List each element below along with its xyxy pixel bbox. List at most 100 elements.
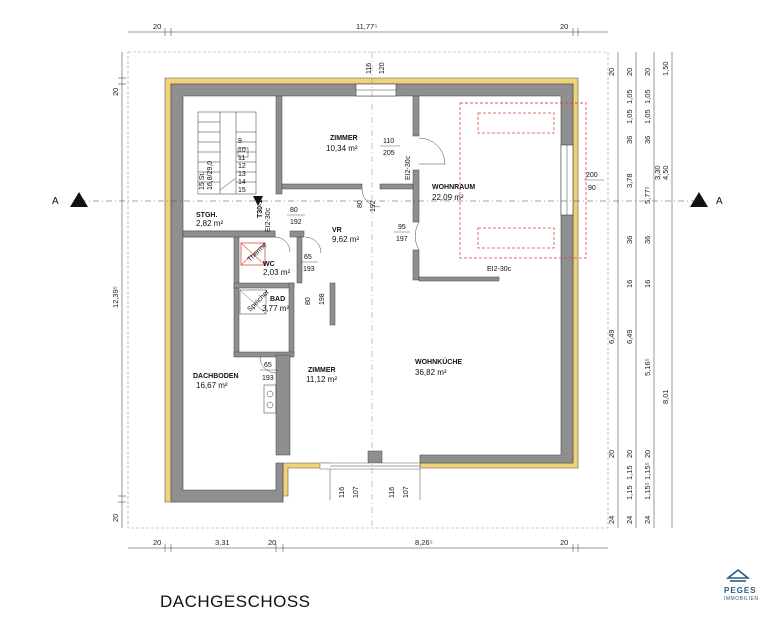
room-labels: ZIMMER 10,34 m² WOHNRAUM 22,09 m² STGH. … — [193, 135, 475, 390]
room-name: ZIMMER — [330, 135, 358, 142]
door-label: 110 — [383, 138, 394, 145]
dim-right: 5,77⁵ — [643, 186, 652, 204]
dim-right: 4,50 — [661, 165, 670, 180]
outer-wall — [170, 83, 574, 503]
dim-right: 24 — [625, 516, 634, 524]
dim-right: 24 — [607, 516, 616, 524]
dim-bottom: 3,31 — [215, 538, 230, 547]
stair-numbers: 9 10 11 12 13 14 15 — [238, 138, 246, 194]
dim-right: 36 — [643, 136, 652, 144]
door-label: 80 — [305, 297, 312, 305]
stair-text-ratio: 16,8/29,0 — [207, 161, 214, 190]
dim-right: 20 — [643, 450, 652, 458]
dim-right: 1,05 — [625, 89, 634, 104]
window-label: 90 — [588, 185, 596, 192]
dimension-right — [617, 52, 673, 528]
peges-logo: PEGES IMMOBILIEN — [724, 568, 758, 602]
room-name: WC — [263, 261, 275, 268]
room-name: WOHNKÜCHE — [415, 357, 462, 366]
door-label: 80 — [357, 200, 364, 208]
door-label: 197 — [396, 236, 408, 243]
door-label: 65 — [304, 254, 312, 261]
dim-right: 8,01 — [661, 389, 670, 404]
dimension-top — [128, 28, 608, 36]
door-labels: 110 205 80 192 95 197 65 193 80 192 65 1… — [260, 138, 410, 382]
door-label: 192 — [370, 200, 377, 212]
room-area: 9,62 m² — [332, 235, 359, 244]
stair-number: 14 — [238, 179, 246, 186]
dormer-outline — [459, 102, 587, 259]
dim-right: 36 — [625, 136, 634, 144]
room-name: BAD — [270, 296, 285, 303]
dim-right: 3,30 — [653, 165, 662, 180]
stair-number: 11 — [238, 155, 245, 162]
room-area: 10,34 m² — [326, 144, 358, 153]
room-area: 3,77 m² — [262, 304, 289, 313]
dim-right: 1,05 — [643, 89, 652, 104]
section-arrow-left — [70, 192, 88, 207]
room-name: DACHBODEN — [193, 373, 239, 380]
dim-right: 20 — [625, 450, 634, 458]
window-label: 116 — [389, 487, 396, 498]
dim-right: 24 — [643, 516, 652, 524]
dim-left: 12,39⁵ — [111, 286, 120, 308]
door-label: 192 — [290, 219, 302, 226]
logo-house-icon — [725, 568, 751, 579]
section-mark-left: A — [52, 196, 59, 207]
window-label: 200 — [586, 172, 598, 179]
room-area: 36,82 m² — [415, 368, 447, 377]
dim-top: 20 — [153, 22, 161, 31]
dim-bottom: 8,26⁵ — [415, 538, 433, 547]
window-labels: 200 90 116 107 116 107 116 120 — [339, 62, 604, 498]
dimension-bottom — [128, 544, 608, 552]
door-swings — [259, 137, 446, 374]
dim-left: 20 — [111, 514, 120, 522]
door-label: 65 — [264, 362, 272, 369]
dim-right: 1,15 — [625, 485, 634, 500]
room-name: VR — [332, 227, 342, 234]
fire-label: EI2-30c — [405, 155, 412, 180]
sink-icon — [263, 384, 277, 414]
fire-label: EI2-30c — [265, 207, 272, 232]
dim-right: 6,49 — [607, 329, 616, 344]
stair-number: 9 — [238, 138, 242, 145]
room-name: STGH. — [196, 212, 217, 219]
section-mark-right: A — [716, 196, 723, 207]
staircase — [197, 111, 257, 195]
dim-right: 3,78 — [625, 173, 634, 188]
window-top — [355, 83, 397, 97]
dim-right: 1,50 — [661, 61, 670, 76]
right-col1: 1,50 4,50 8,01 — [661, 61, 670, 404]
dim-top: 11,77⁵ — [356, 22, 377, 31]
roof-boundary — [127, 51, 609, 529]
door-label: 80 — [290, 207, 298, 214]
top-small-dim: 116 — [366, 63, 373, 74]
dim-right: 16 — [625, 280, 634, 288]
stair-number: 13 — [238, 171, 246, 178]
dim-right: 5,16⁵ — [643, 358, 652, 376]
room-name: ZIMMER — [308, 367, 336, 374]
fire-label: EI2-30c — [487, 266, 512, 273]
room-area: 16,67 m² — [196, 381, 228, 390]
fire-label: T30-1 — [257, 200, 264, 218]
window-label: 107 — [403, 486, 410, 498]
shower-icon — [239, 289, 267, 315]
dim-right: 36 — [625, 236, 634, 244]
dim-right: 6,49 — [625, 329, 634, 344]
dim-top: 20 — [560, 22, 568, 31]
stair-number: 10 — [238, 147, 246, 154]
dim-right: 1,15⁵ — [643, 482, 652, 500]
door-label: 193 — [303, 266, 315, 273]
door-label: 193 — [262, 375, 274, 382]
dim-bottom: 20 — [268, 538, 276, 547]
dim-left: 20 — [111, 88, 120, 96]
right-col2: 20 1,05 1,05 36 3,78 36 16 6,49 20 1,15 … — [625, 68, 634, 524]
right-col3: 20 1,05 1,05 36 5,77⁵ 36 16 5,16⁵ 20 1,1… — [643, 68, 652, 524]
top-small-dim: 120 — [379, 62, 386, 74]
dim-right: 16 — [643, 280, 652, 288]
stair-arrow-icon — [253, 196, 263, 206]
dimension-left — [118, 52, 126, 528]
dim-right: 20 — [643, 68, 652, 76]
right-col4: 20 3,30 6,49 20 24 — [607, 68, 662, 524]
